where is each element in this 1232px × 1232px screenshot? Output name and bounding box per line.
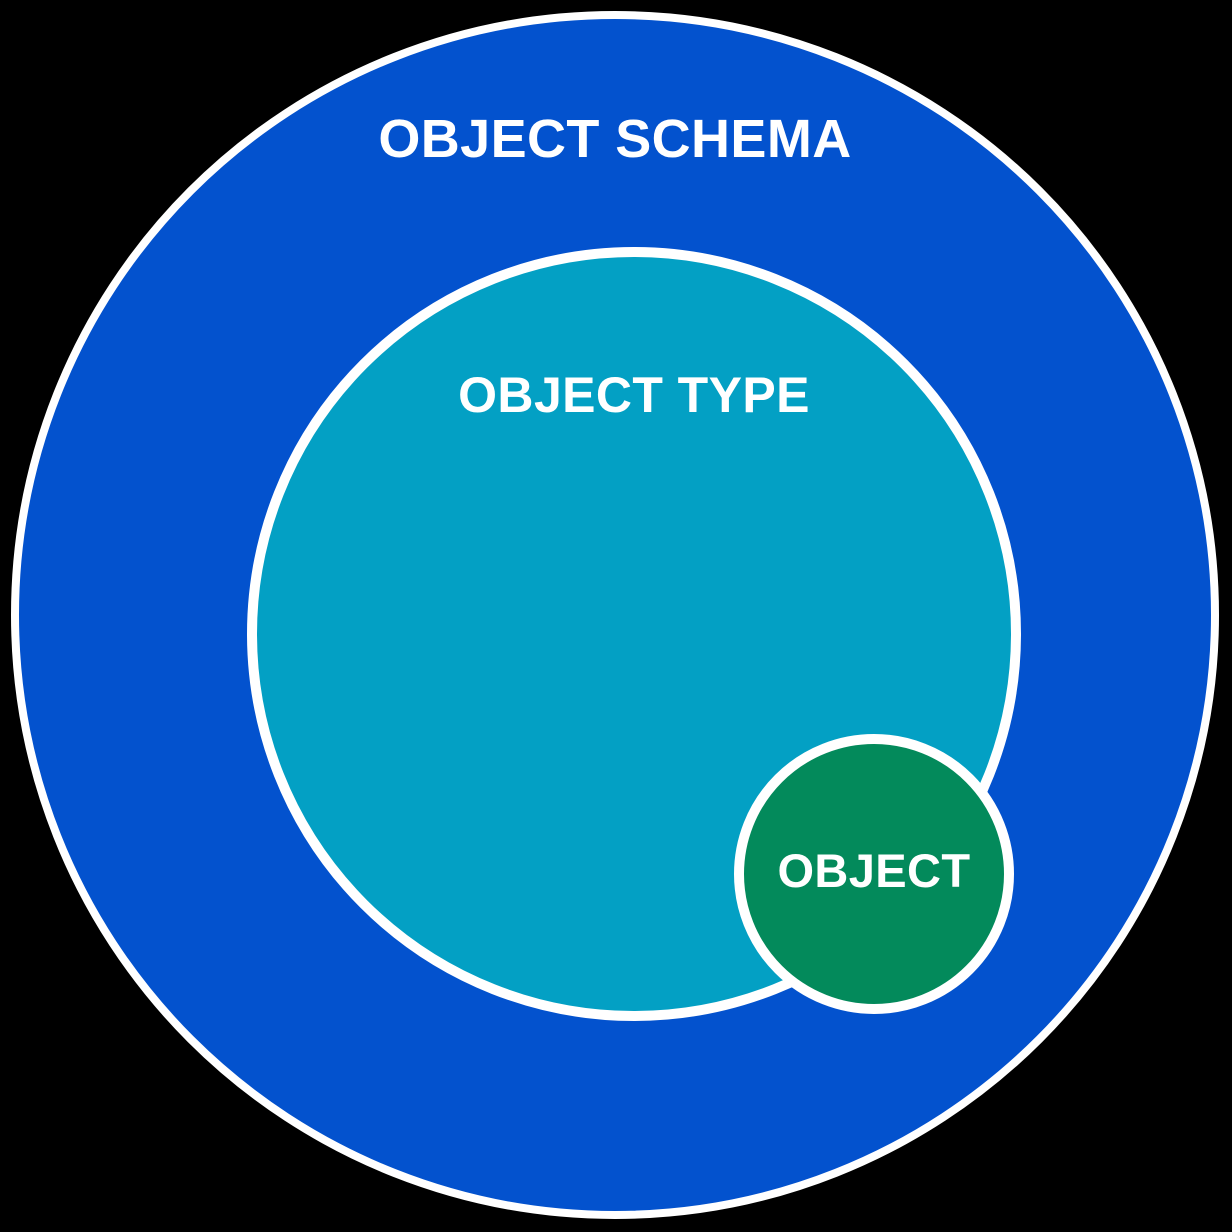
object-label: OBJECT [777,844,971,897]
object-circle[interactable]: OBJECT [734,734,1014,1014]
object-schema-label: OBJECT SCHEMA [378,109,852,169]
object-schema-circle[interactable]: OBJECT SCHEMA OBJECT TYPE OBJECT [11,11,1219,1219]
object-type-circle[interactable]: OBJECT TYPE OBJECT [247,247,1021,1021]
object-type-label: OBJECT TYPE [458,367,810,423]
